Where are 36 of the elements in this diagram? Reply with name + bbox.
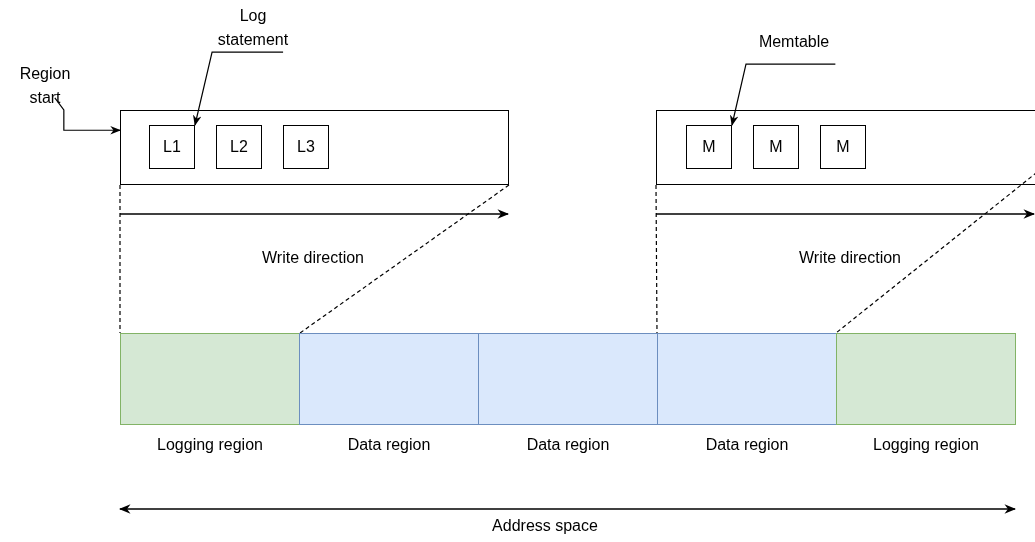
entry-box	[149, 125, 195, 169]
region-box	[656, 110, 1035, 185]
entry-box	[283, 125, 329, 169]
projection-line	[119, 184, 121, 334]
segment-caption: Data region	[525, 435, 611, 455]
direction-label: Write direction	[799, 248, 901, 268]
entry-label: M	[836, 138, 850, 156]
entry-box	[820, 125, 866, 169]
segment-caption: Logging region	[872, 435, 980, 455]
callout-text: Region start	[18, 64, 72, 108]
entry-label: M	[702, 138, 716, 156]
leader-line	[54, 97, 122, 135]
callout-text: Log statement	[216, 6, 290, 50]
segment-caption: Logging region	[156, 435, 264, 455]
address-segment	[120, 333, 300, 425]
projection-line	[299, 184, 510, 334]
entry-label: L2	[230, 138, 248, 156]
region-box	[120, 110, 509, 185]
leader-line	[729, 63, 836, 127]
entry-label: L1	[163, 138, 181, 156]
projection-line	[835, 171, 1035, 334]
address-segment	[299, 333, 479, 425]
entry-box	[686, 125, 732, 169]
address-segment	[657, 333, 837, 425]
segment-caption: Data region	[704, 435, 790, 455]
direction-label: Write direction	[262, 248, 364, 268]
entry-label: L3	[297, 138, 315, 156]
address-segment	[478, 333, 658, 425]
dimension-label: Address space	[492, 516, 598, 536]
callout-text: Memtable	[758, 32, 830, 52]
entry-box	[216, 125, 262, 169]
entry-label: M	[769, 138, 783, 156]
segment-caption: Data region	[346, 435, 432, 455]
leader-line	[193, 51, 284, 127]
entry-box	[753, 125, 799, 169]
address-segment	[836, 333, 1016, 425]
